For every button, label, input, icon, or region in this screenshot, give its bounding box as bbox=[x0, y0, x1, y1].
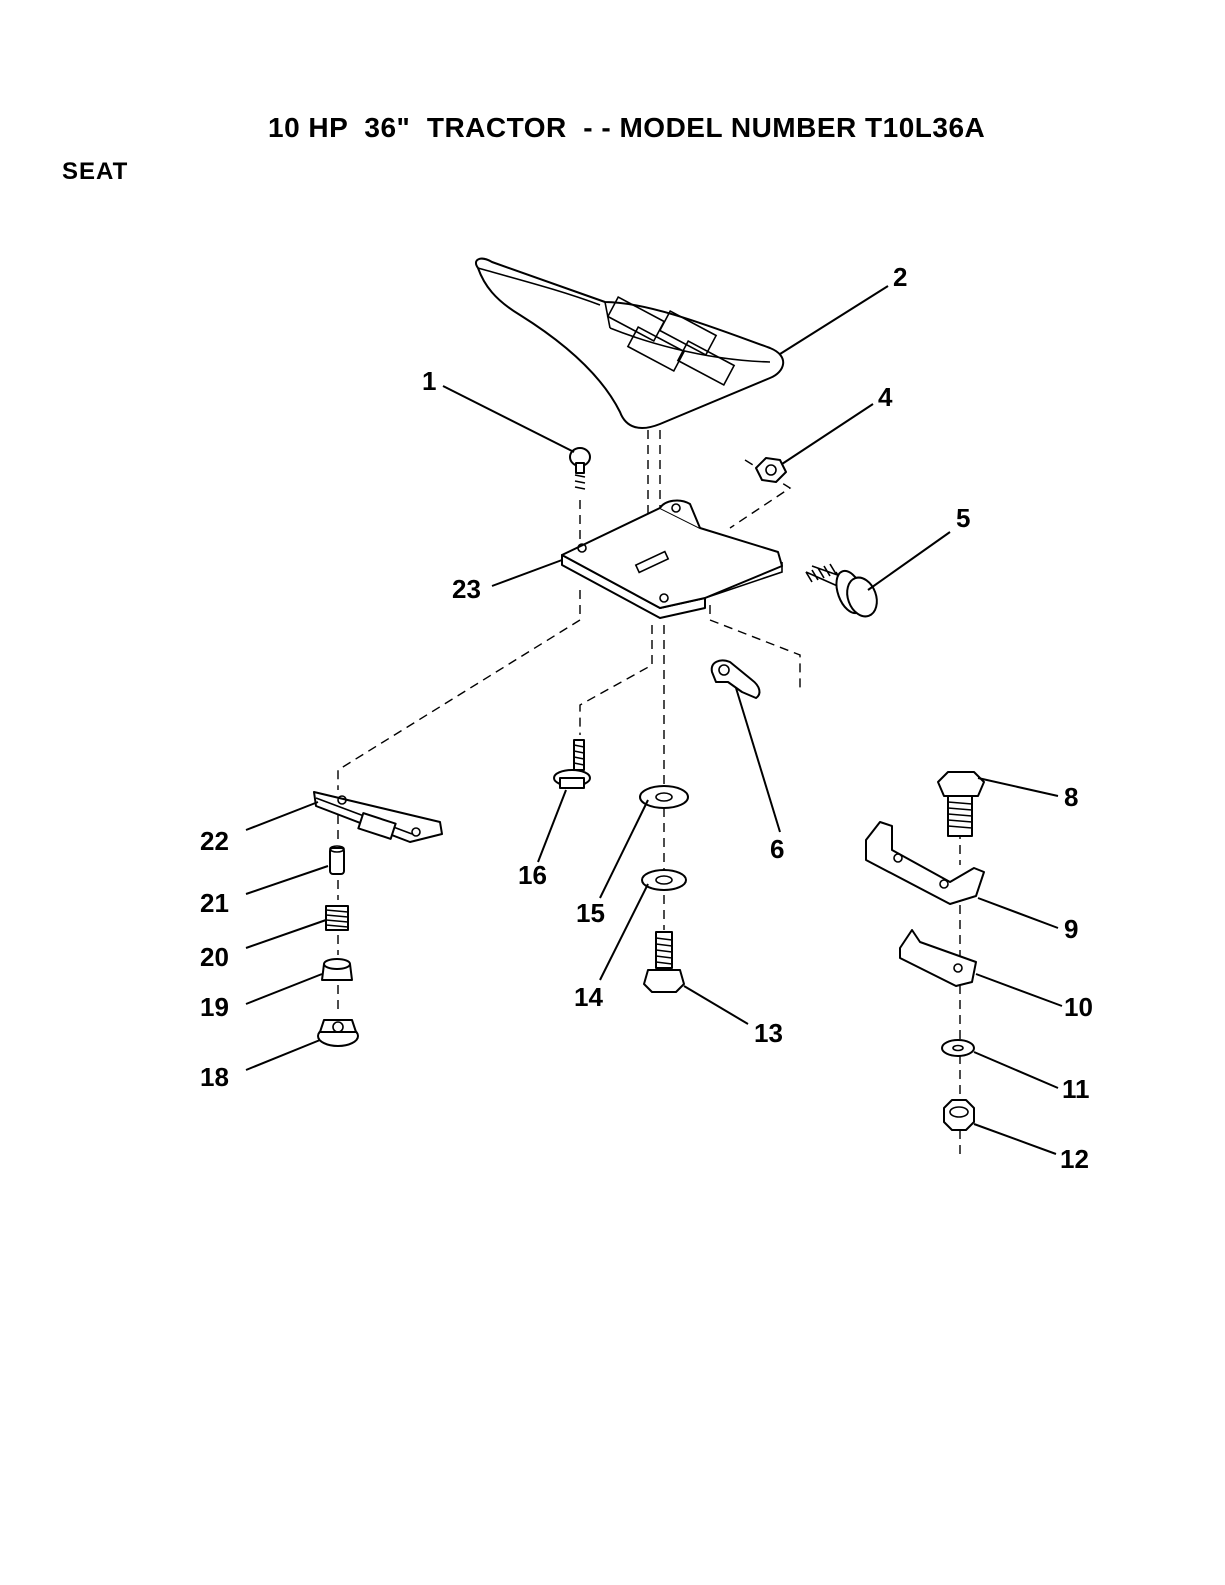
slide-bracket-part-22 bbox=[314, 792, 442, 842]
bolt-part-16 bbox=[554, 740, 590, 788]
knob-bolt-part-5 bbox=[806, 564, 882, 621]
callout-11: 11 bbox=[1062, 1074, 1090, 1104]
callout-19: 19 bbox=[200, 992, 229, 1022]
callout-8: 8 bbox=[1064, 782, 1078, 812]
clip-part-6 bbox=[712, 660, 760, 698]
callout-5: 5 bbox=[956, 503, 970, 533]
washer-part-15 bbox=[640, 786, 688, 808]
hex-bolt-part-13 bbox=[644, 932, 684, 992]
seat-part-2 bbox=[476, 259, 783, 428]
callout-16: 16 bbox=[518, 860, 547, 890]
callout-6: 6 bbox=[770, 834, 784, 864]
flange-nut-part-18 bbox=[318, 1020, 358, 1046]
callout-15: 15 bbox=[576, 898, 605, 928]
callout-2: 2 bbox=[893, 262, 907, 292]
seat-pan-part-23 bbox=[562, 501, 782, 618]
callout-23: 23 bbox=[452, 574, 481, 604]
callout-4: 4 bbox=[878, 382, 893, 412]
callout-12: 12 bbox=[1060, 1144, 1089, 1174]
pin-part-21 bbox=[330, 846, 344, 874]
washer-part-14 bbox=[642, 870, 686, 890]
washer-part-11 bbox=[942, 1040, 974, 1056]
callout-1: 1 bbox=[422, 366, 436, 396]
lock-nut-part-12 bbox=[944, 1100, 974, 1130]
callout-18: 18 bbox=[200, 1062, 229, 1092]
callout-9: 9 bbox=[1064, 914, 1078, 944]
callout-22: 22 bbox=[200, 826, 229, 856]
callout-20: 20 bbox=[200, 942, 229, 972]
hex-bolt-part-8 bbox=[938, 772, 984, 836]
plate-part-10 bbox=[900, 930, 976, 986]
shoulder-bolt-part-1 bbox=[570, 448, 590, 489]
spring-part-20 bbox=[326, 906, 348, 930]
nut-part-4 bbox=[756, 458, 786, 482]
callout-14: 14 bbox=[574, 982, 603, 1012]
callout-10: 10 bbox=[1064, 992, 1093, 1022]
callout-13: 13 bbox=[754, 1018, 783, 1048]
callout-21: 21 bbox=[200, 888, 229, 918]
bushing-part-19 bbox=[322, 959, 352, 980]
